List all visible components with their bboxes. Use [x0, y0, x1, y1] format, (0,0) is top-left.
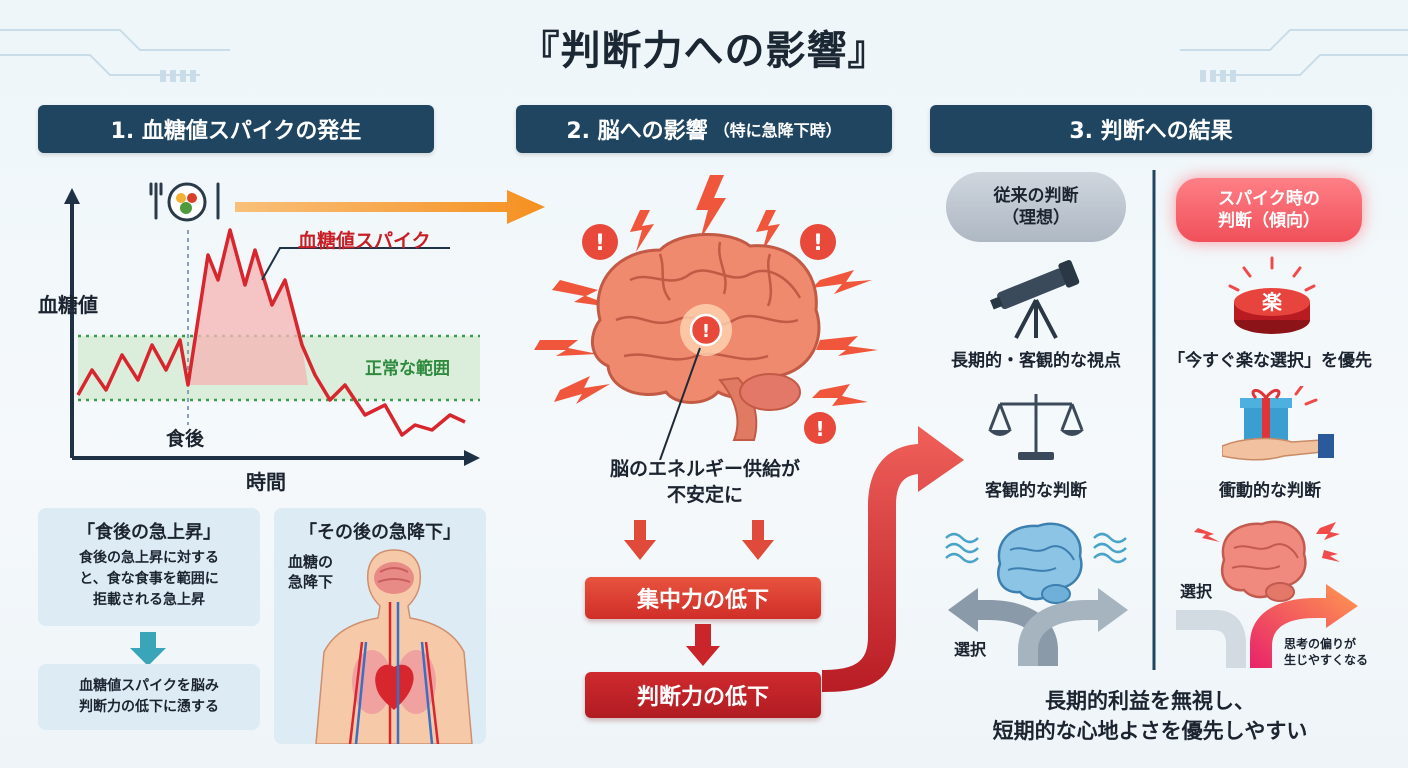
spike-fill	[188, 230, 308, 385]
svg-text:!: !	[595, 231, 605, 256]
card-text: 食後の急上昇に対する	[79, 550, 219, 566]
card-title: 「食後の急上昇」	[77, 522, 221, 543]
glucose-line	[76, 228, 466, 437]
telescope-icon	[989, 260, 1080, 339]
easy-button-icon	[1228, 256, 1316, 334]
section-header-spike: 1. 血糖値スパイクの発生	[38, 105, 434, 153]
down-arrow-icon	[130, 632, 166, 666]
svg-text:!: !	[702, 321, 710, 342]
bias-text: 思考の偏りが	[1284, 637, 1357, 651]
card-meal-rise: 「食後の急上昇」 食後の急上昇に対する と、食な食事を範囲に 拒載される急上昇	[38, 508, 260, 626]
brain-illustration: ! ! ! !	[534, 175, 878, 460]
conclusion-line: 短期的な心地よさを優先しやすい	[992, 719, 1308, 743]
flow-arrow-to-result	[822, 426, 964, 692]
caption-leader	[659, 347, 701, 460]
glucose-graph	[64, 188, 480, 466]
spike-label: 血糖値スパイク	[298, 230, 431, 252]
ideal-judgment-cloud: 従来の判断 （理想）	[946, 172, 1126, 242]
lightning-icon	[812, 384, 868, 406]
svg-text:!: !	[815, 417, 824, 441]
lightning-icon	[812, 270, 872, 294]
pill-text: 判断（傾向）	[1218, 211, 1320, 231]
spike-item-easy-choice: 「今すぐ楽な選択」を優先	[1168, 351, 1372, 371]
pill-text: スパイク時の	[1218, 189, 1320, 209]
section-label: 2. 脳への影響	[566, 119, 708, 144]
section-header-brain: 2. 脳への影響 （特に急降下時）	[516, 105, 892, 153]
card-text: と、食な食事を範囲に	[79, 571, 219, 587]
conclusion-text: 長期的利益を無視し、 短期的な心地よさを優先しやすい	[930, 686, 1370, 746]
ideal-item-perspective: 長期的・客観的な視点	[951, 351, 1121, 371]
lightning-icon	[816, 336, 878, 356]
spike-judgment-pill: スパイク時の 判断（傾向）	[1176, 178, 1362, 242]
card-text: 血糖値スパイクを脳み	[79, 678, 219, 694]
lightning-icon	[630, 210, 654, 252]
y-axis-label: 血糖値	[38, 293, 98, 317]
spike-leader	[261, 247, 450, 281]
meal-label: 食後	[166, 428, 205, 450]
card-text: 急降下	[288, 573, 334, 591]
gift-hand-icon	[1222, 386, 1334, 461]
spike-item-impulsive: 衝動的な判断	[1219, 481, 1321, 501]
circuit-decoration	[0, 29, 1408, 82]
normal-range-label: 正常な範囲	[365, 359, 450, 379]
alert-icon: !	[800, 224, 836, 260]
alert-icon	[689, 313, 723, 347]
cloud-text: 従来の判断	[993, 186, 1079, 206]
judgment-decline-box: 判断力の低下	[585, 672, 821, 718]
focus-decline-box: 集中力の低下	[585, 577, 821, 619]
ideal-choice-label: 選択	[954, 640, 987, 659]
x-axis-label: 時間	[246, 470, 286, 494]
card-text: 血糖の	[288, 553, 334, 571]
double-down-arrow	[624, 520, 774, 560]
x-axis-arrow	[464, 450, 480, 466]
down-arrow-icon	[624, 520, 656, 560]
stressed-brain-icon	[1194, 520, 1340, 602]
bias-text: 生じやすくなる	[1284, 653, 1369, 667]
lightning-icon	[554, 376, 610, 404]
choice-fork-icon	[948, 588, 1128, 666]
section-label: 3. 判断への結果	[1069, 119, 1233, 144]
section-label: 1. 血糖値スパイクの発生	[110, 119, 362, 144]
easy-button-text: 楽	[1262, 290, 1282, 314]
svg-text:!: !	[813, 231, 823, 256]
human-body-illustration	[315, 549, 473, 744]
flow-arrow-to-brain	[235, 190, 545, 224]
card-text: 判断力の低下に慂する	[79, 699, 219, 715]
ideal-item-objective: 客観的な判断	[985, 481, 1087, 501]
section-sublabel: （特に急降下時）	[713, 121, 842, 140]
card-glucose-drop: 「その後の急降下」 血糖の 急降下	[274, 508, 486, 744]
y-axis-arrow	[64, 188, 80, 204]
caption-text: 不安定に	[666, 484, 743, 506]
cloud-text: （理想）	[1002, 208, 1070, 228]
page-title: 『判断力への影響』	[519, 28, 889, 74]
lightning-icon	[756, 210, 780, 252]
caption-text: 脳のエネルギー供給が	[609, 458, 800, 480]
alert-icon: !	[804, 412, 836, 444]
conclusion-line: 長期的利益を無視し、	[1045, 689, 1255, 713]
divider	[1152, 170, 1156, 670]
down-arrow-icon	[742, 520, 774, 560]
biased-choice-arrow	[1176, 584, 1358, 668]
brain-caption: 脳のエネルギー供給が 不安定に	[560, 456, 850, 508]
lightning-icon	[696, 175, 726, 240]
spike-choice-label: 選択	[1180, 582, 1213, 601]
card-title: 「その後の急降下」	[299, 522, 461, 543]
section-header-result: 3. 判断への結果	[930, 105, 1372, 153]
calm-brain-icon	[945, 522, 1127, 604]
card-spike-result: 血糖値スパイクを脳み 判断力の低下に慂する	[38, 664, 260, 730]
down-arrow-icon	[686, 624, 720, 666]
alert-icon: !	[582, 224, 618, 260]
card-text: 拒載される急上昇	[93, 592, 205, 608]
scales-icon	[988, 394, 1084, 460]
lightning-icon	[552, 280, 618, 308]
meal-icon	[149, 182, 220, 222]
bias-note: 思考の偏りが 生じやすくなる	[1284, 636, 1368, 668]
lightning-icon	[534, 340, 598, 356]
